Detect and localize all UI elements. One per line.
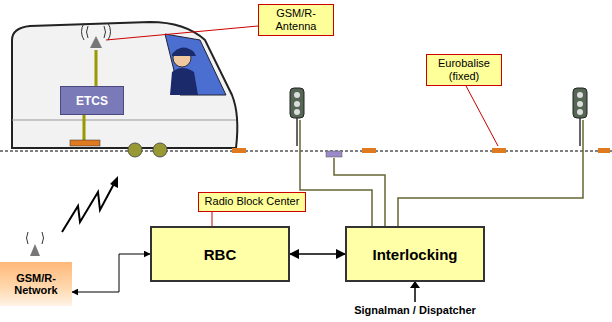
- operator-label: Signalman / Dispatcher: [354, 304, 476, 316]
- wheel: [128, 143, 142, 157]
- node-text: RBC: [204, 246, 237, 263]
- callout-box: Radio Block Center: [198, 192, 306, 212]
- rbc-box: RBC: [150, 226, 290, 282]
- antenna-cable: [95, 50, 98, 86]
- antenna-waves: [27, 232, 44, 244]
- radio-link: [62, 180, 116, 232]
- radio-link-head: [110, 176, 118, 188]
- antenna-symbol: [90, 36, 102, 48]
- callout-box: Eurobalise (fixed): [426, 54, 502, 86]
- eurobalise: [362, 148, 376, 153]
- cab-window: [165, 34, 226, 95]
- network-box: GSM/R-Network: [0, 262, 72, 306]
- body-line: [12, 120, 236, 121]
- link-arrow: [72, 254, 150, 292]
- eurobalise: [232, 148, 246, 153]
- balise-reader: [70, 140, 100, 146]
- track-element: [326, 151, 342, 157]
- track: [0, 150, 612, 152]
- node-text: Eurobalise (fixed): [431, 57, 497, 83]
- signal: [290, 88, 304, 146]
- node-text: Interlocking: [372, 246, 457, 263]
- operator-arrowhead: [410, 281, 420, 288]
- antenna-waves: [82, 23, 111, 40]
- signal-wire: [300, 120, 372, 226]
- wheel: [153, 143, 167, 157]
- eurobalise: [598, 148, 610, 153]
- interlocking-box: Interlocking: [345, 226, 485, 282]
- node-text: GSM/R-Network: [2, 272, 70, 296]
- leader-line: [465, 84, 498, 146]
- node-text: GSM/R-Antenna: [263, 7, 329, 33]
- callout-box: GSM/R-Antenna: [258, 4, 334, 36]
- driver-body: [170, 68, 198, 95]
- leader-line: [106, 26, 258, 40]
- eurobalise: [492, 148, 506, 153]
- driver-cap: [172, 47, 196, 56]
- link-arrow: [290, 253, 345, 255]
- node-text: ETCS: [76, 94, 108, 108]
- signal: [573, 88, 587, 146]
- network-antenna: [30, 244, 40, 256]
- operator-arrow: [414, 286, 416, 302]
- node-text: Radio Block Center: [205, 195, 300, 208]
- signal-wire: [398, 120, 583, 226]
- etcs-box: ETCS: [60, 86, 124, 115]
- track-wire: [334, 158, 385, 226]
- leader-line: [212, 212, 213, 226]
- locomotive: [12, 22, 237, 148]
- balise-cable: [83, 115, 86, 140]
